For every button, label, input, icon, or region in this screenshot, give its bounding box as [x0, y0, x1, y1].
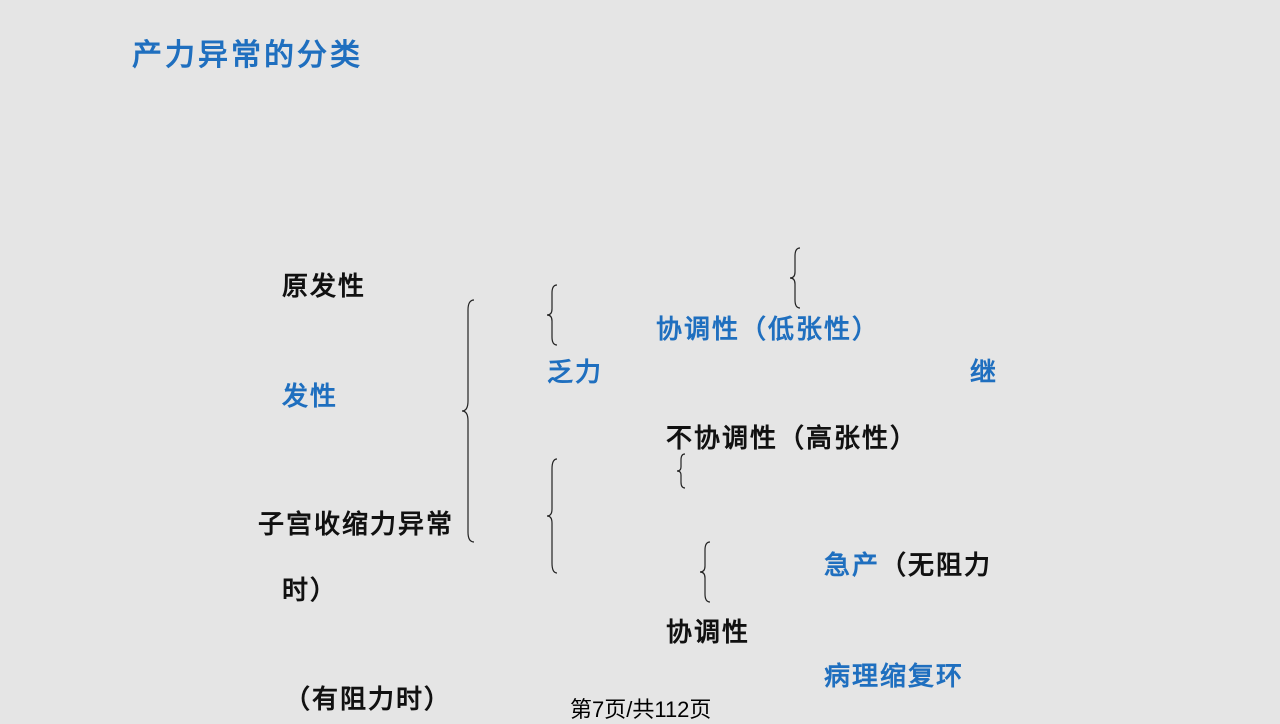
label-uncoordinated-high-tension: 不协调性（高张性）	[666, 424, 919, 454]
label-primary: 原发性	[282, 272, 367, 302]
label-coordinated-low-tension: 协调性（低张性）	[656, 315, 881, 345]
label-uterine-contraction-abnormal: 子宫收缩力异常	[258, 510, 455, 540]
label-time-close: 时）	[282, 576, 339, 606]
label-secondary: 发性	[282, 382, 339, 412]
page-number: 第7页/共112页	[570, 697, 712, 722]
brace-weakness	[546, 284, 558, 346]
brace-main	[461, 299, 475, 543]
label-no-resistance: （无阻力	[880, 551, 993, 581]
label-coordinated: 协调性	[666, 618, 751, 648]
brace-strong	[546, 458, 558, 574]
brace-precipitate	[699, 541, 711, 603]
label-weakness: 乏力	[547, 358, 604, 388]
label-precipitate-line: 急产（无阻力	[824, 553, 992, 579]
slide-title: 产力异常的分类	[132, 38, 363, 73]
label-continued: 继	[970, 358, 999, 388]
brace-coordinated-top	[789, 247, 801, 309]
label-with-resistance: （有阻力时）	[284, 685, 453, 715]
brace-small	[676, 453, 686, 489]
label-pathological-ring: 病理缩复环	[824, 662, 965, 692]
label-precipitate: 急产	[824, 551, 881, 581]
